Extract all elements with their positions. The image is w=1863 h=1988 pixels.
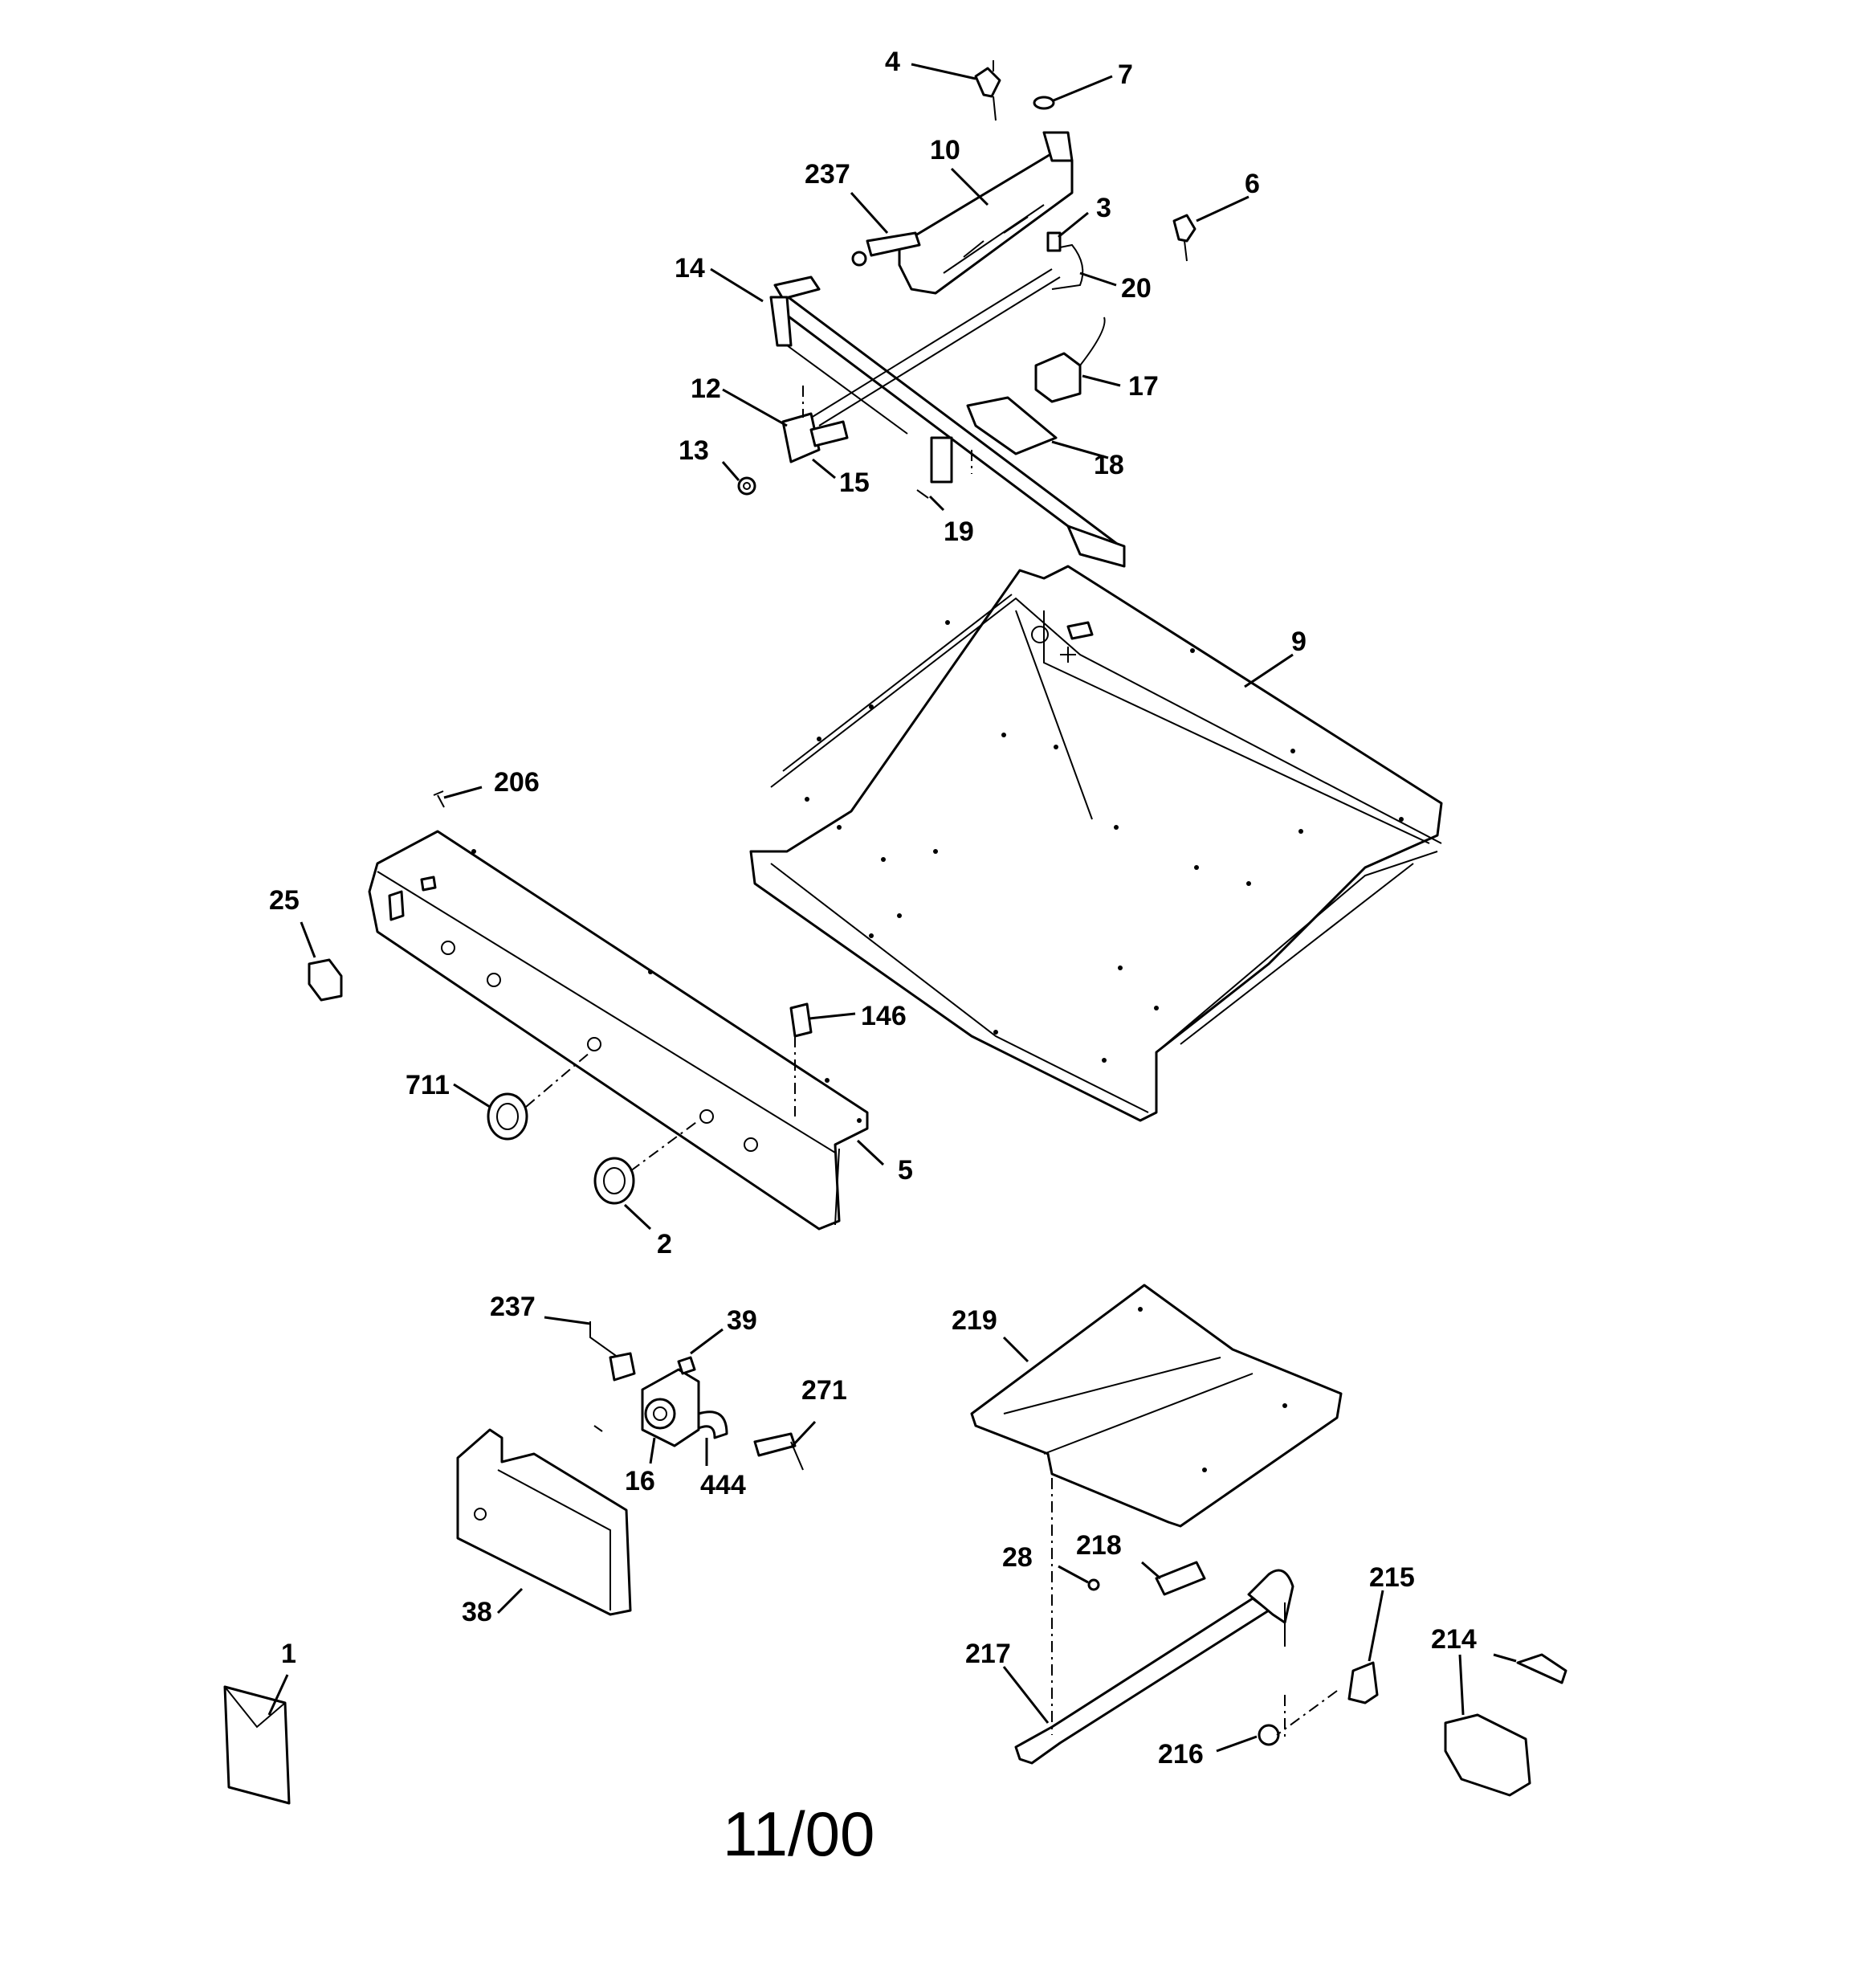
callout-217: 217 [965, 1639, 1011, 1669]
callout-206: 206 [494, 767, 540, 798]
pan-holes [805, 620, 1404, 1063]
bracket-215 [1347, 1661, 1379, 1704]
callout-146: 146 [861, 1001, 907, 1031]
callout-6: 6 [1245, 169, 1260, 199]
callout-9: 9 [1291, 627, 1307, 657]
callout-13: 13 [679, 435, 709, 466]
burner-manifold-assembly [737, 60, 1196, 568]
callout-271: 271 [801, 1375, 847, 1406]
callout-237-lower: 237 [490, 1292, 536, 1322]
callout-10: 10 [930, 135, 960, 165]
callout-444: 444 [700, 1470, 746, 1500]
callout-25: 25 [269, 885, 300, 916]
callout-18: 18 [1094, 450, 1124, 480]
bracket-146 [789, 1002, 813, 1038]
burner-baffle-219 [970, 1284, 1343, 1528]
callout-218: 218 [1076, 1530, 1122, 1561]
callout-215: 215 [1369, 1562, 1415, 1593]
callout-4: 4 [885, 47, 900, 77]
callout-5: 5 [898, 1155, 913, 1186]
panel-clip [308, 958, 343, 1002]
callout-237: 237 [805, 159, 850, 190]
callout-28: 28 [1002, 1542, 1033, 1573]
callout-39: 39 [727, 1305, 757, 1336]
callout-labels: 4 7 10 237 3 6 14 20 17 12 18 13 15 19 9… [269, 47, 1477, 1770]
literature-envelope [223, 1685, 291, 1805]
ignition-module-214 [1444, 1653, 1567, 1797]
screw-206 [433, 790, 445, 808]
callout-214: 214 [1431, 1624, 1477, 1655]
igniter-218 [1155, 1561, 1206, 1596]
callout-20: 20 [1121, 273, 1152, 304]
nut-28 [1087, 1578, 1100, 1591]
callout-12: 12 [691, 374, 721, 404]
callout-14: 14 [675, 253, 705, 284]
valve-shield [456, 1428, 632, 1616]
callout-219: 219 [952, 1305, 997, 1336]
control-panel [368, 830, 869, 1231]
callout-1: 1 [281, 1639, 296, 1669]
knob-711 [487, 1092, 528, 1141]
callout-3: 3 [1096, 193, 1111, 223]
broil-burner-217 [1014, 1569, 1294, 1765]
callout-7: 7 [1118, 59, 1133, 90]
callout-15: 15 [839, 467, 870, 498]
callout-38: 38 [462, 1597, 492, 1627]
callout-711: 711 [406, 1070, 450, 1100]
main-top-pan [749, 565, 1443, 1122]
leader-lines [267, 63, 1517, 1753]
callout-17: 17 [1128, 371, 1159, 402]
date-code: 11/00 [723, 1798, 874, 1869]
callout-216: 216 [1158, 1739, 1204, 1770]
callout-16: 16 [625, 1466, 655, 1496]
callout-19: 19 [944, 516, 974, 547]
callout-2: 2 [657, 1229, 672, 1259]
oven-valve-assembly [589, 1321, 804, 1471]
knob-2 [593, 1157, 635, 1205]
nut-216 [1258, 1724, 1280, 1746]
